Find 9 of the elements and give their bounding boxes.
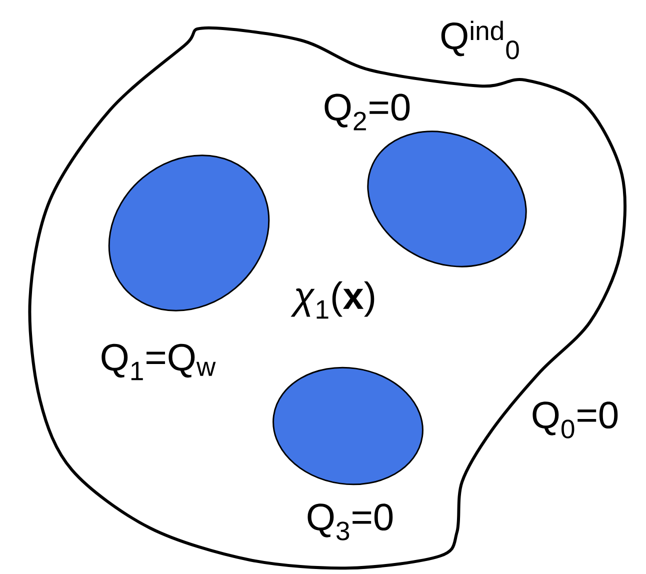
blob-shape: [108, 154, 270, 312]
charge-label: Q$^{ind}$0: [441, 20, 519, 60]
charge-label: Q$_{3}$=0: [308, 504, 393, 540]
blob-shape: [367, 130, 527, 268]
charge-label: Q$_{0}$=0: [532, 402, 618, 438]
charge-label: Q$_{1}$=Q$_{w}$: [102, 344, 216, 380]
blob-shape: [272, 366, 424, 486]
charge-label: Q$_{2}$=0: [324, 94, 410, 130]
field-label: χ$_{1}$(x): [290, 281, 374, 319]
